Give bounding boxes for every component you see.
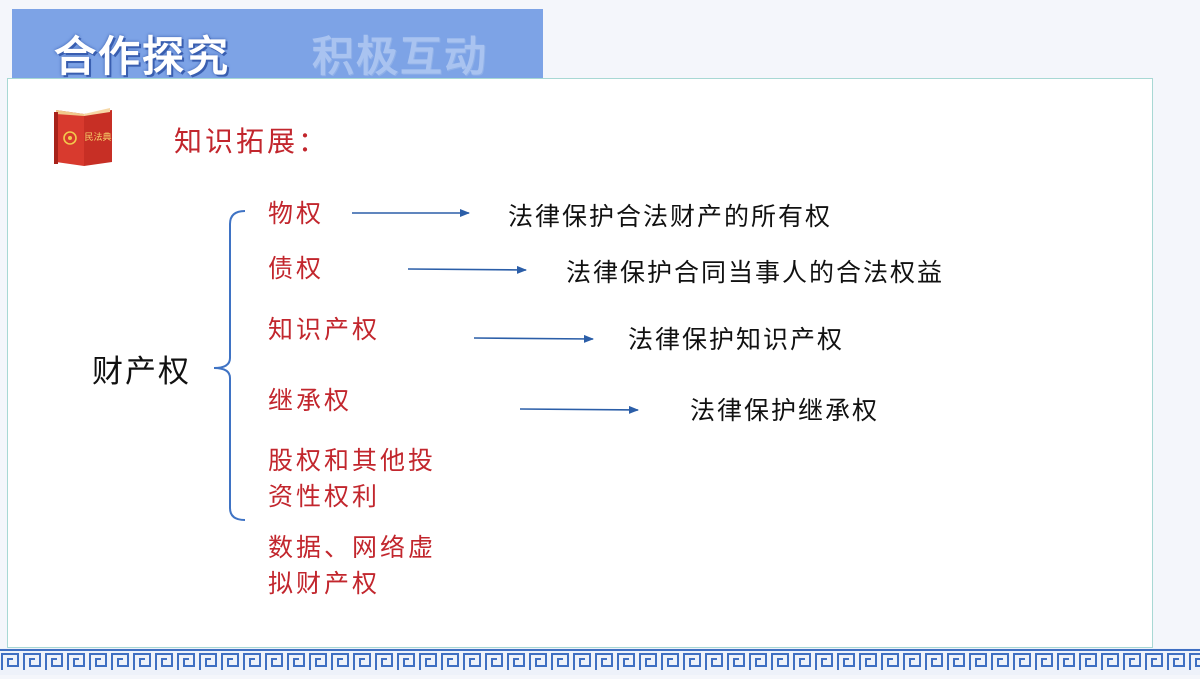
arrow-inheritance-right bbox=[519, 405, 639, 414]
description-ip-right: 法律保护知识产权 bbox=[628, 325, 845, 354]
category-label-property-right: 物权 bbox=[268, 199, 325, 228]
header-banner: 合作探究 积极互动 bbox=[12, 9, 543, 81]
banner-title-active[interactable]: 合作探究 bbox=[54, 32, 231, 81]
description-property-right: 法律保护合法财产的所有权 bbox=[508, 202, 833, 231]
description-creditor-right: 法律保护合同当事人的合法权益 bbox=[566, 258, 945, 287]
banner-title-inactive[interactable]: 积极互动 bbox=[312, 32, 489, 81]
arrow-creditor-right bbox=[407, 265, 527, 274]
equity-label-line-2: 资性权利 bbox=[268, 482, 381, 511]
category-label-ip-right: 知识产权 bbox=[268, 315, 381, 344]
description-inheritance-right: 法律保护继承权 bbox=[690, 396, 880, 425]
category-label-virtual-property: 数据、网络虚 拟财产权 bbox=[268, 530, 436, 602]
book-label: 民法典 bbox=[84, 131, 111, 143]
meander-pattern bbox=[0, 649, 1200, 675]
virtual-label-line-1: 数据、网络虚 bbox=[268, 533, 437, 562]
category-label-equity-right: 股权和其他投 资性权利 bbox=[268, 443, 436, 515]
decorative-border bbox=[0, 648, 1200, 675]
arrow-ip-right bbox=[473, 334, 594, 343]
equity-label-line-1: 股权和其他投 bbox=[268, 446, 437, 475]
root-concept-label: 财产权 bbox=[92, 354, 191, 390]
virtual-label-line-2: 拟财产权 bbox=[268, 569, 381, 598]
category-label-inheritance-right: 继承权 bbox=[268, 386, 353, 415]
section-heading: 知识拓展： bbox=[174, 125, 330, 158]
civil-code-book-icon: 民法典 bbox=[54, 108, 112, 166]
category-label-creditor-right: 债权 bbox=[268, 254, 325, 283]
content-panel bbox=[7, 78, 1153, 648]
bracket bbox=[213, 210, 246, 521]
